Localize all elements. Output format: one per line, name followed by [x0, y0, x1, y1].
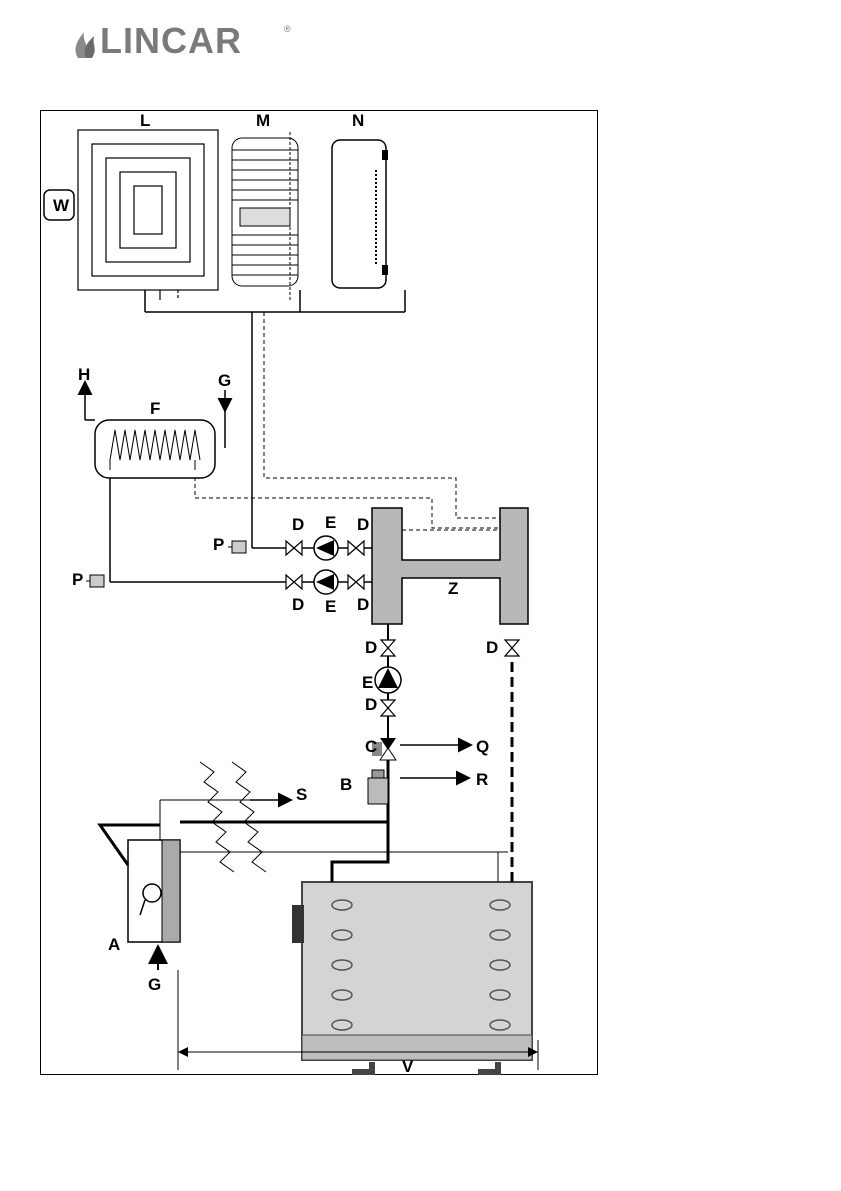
- label-P-2: P: [213, 535, 224, 554]
- label-C: C: [365, 737, 377, 756]
- radiator-coil-M: [232, 132, 298, 300]
- label-L: L: [140, 111, 150, 130]
- pump-E-branch-1: [314, 570, 338, 594]
- pump-E-riser: [375, 667, 401, 693]
- boiler: [292, 882, 532, 1072]
- label-Z: Z: [448, 579, 458, 598]
- riser-valves: [381, 640, 519, 716]
- label-D-6: D: [292, 515, 304, 534]
- safety-valve-B: [368, 770, 388, 804]
- air-vent-P-2: [228, 541, 246, 553]
- label-A: A: [108, 935, 120, 954]
- label-F: F: [150, 399, 160, 418]
- label-H: H: [78, 365, 90, 384]
- label-D-5: D: [357, 595, 369, 614]
- label-E-3: E: [325, 513, 336, 532]
- label-S: S: [296, 785, 307, 804]
- label-V: V: [402, 1057, 414, 1076]
- label-D-1: D: [365, 695, 377, 714]
- label-P-1: P: [72, 570, 83, 589]
- label-G-bottom: G: [148, 975, 161, 994]
- label-Q: Q: [476, 737, 489, 756]
- fan-coil-N: [332, 140, 388, 288]
- label-D-4: D: [292, 595, 304, 614]
- label-D-7: D: [357, 515, 369, 534]
- label-M: M: [256, 111, 270, 130]
- label-W: W: [53, 196, 70, 215]
- label-D-3: D: [486, 638, 498, 657]
- hydraulic-separator-Z: [372, 508, 528, 624]
- label-E-2: E: [325, 597, 336, 616]
- label-B: B: [340, 775, 352, 794]
- pump-E-branch-2: [314, 536, 338, 560]
- label-D-2: D: [365, 638, 377, 657]
- air-vent-P-1: [86, 575, 104, 587]
- label-E-1: E: [362, 673, 373, 692]
- label-N: N: [352, 111, 364, 130]
- underfloor-heating-L: [78, 130, 218, 300]
- hot-water-tank-F: [95, 420, 215, 478]
- label-R: R: [476, 770, 488, 789]
- label-G-top: G: [218, 371, 231, 390]
